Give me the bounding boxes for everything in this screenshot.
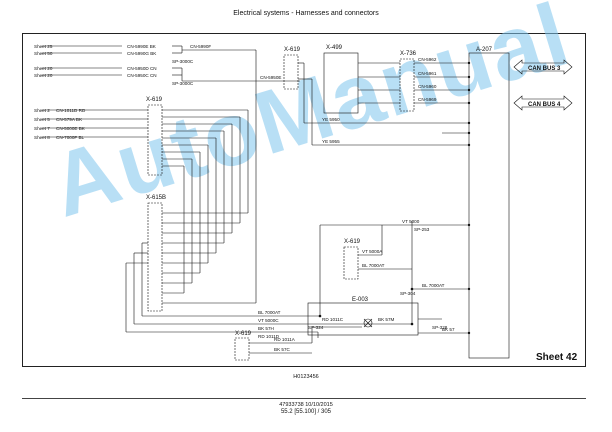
sheet-number: Sheet 42 — [536, 352, 578, 363]
wiring-schematic: X-619 X-499 X-736 A-207 X-619 X-615B X-6… — [34, 44, 573, 361]
wire-label: CN-5950C CN — [127, 73, 157, 78]
schematic-frame — [22, 33, 586, 367]
wire-label: CN-5990F — [190, 44, 211, 49]
sheet-ref: Sheet 20 — [34, 73, 53, 78]
splice-sp328: SP-328 — [432, 325, 448, 330]
wire-label: BL 7000AT — [422, 283, 445, 288]
x619-mid-label: X-619 — [344, 239, 361, 245]
wire-label: CN-5961 — [418, 71, 437, 76]
wire-label: BL 7000AT — [362, 263, 385, 268]
wire-label: CN-5950E — [260, 75, 281, 80]
wire-label: YE 5955 — [322, 139, 340, 144]
wire-label: CN-5969 — [418, 97, 437, 102]
wire-label: CN-5000E BK — [56, 126, 86, 131]
document-reference: 47933738 10/10/2015 — [279, 402, 333, 408]
sheet-ref: Sheet 7 — [34, 126, 50, 131]
footer-divider — [22, 398, 586, 399]
wire-label: BK 57H — [258, 326, 274, 331]
wire-label: CN-5960 — [418, 84, 437, 89]
wire-label: VT 5000A — [362, 249, 383, 254]
wire-label: SP-3000C — [172, 81, 194, 86]
wire-label: CN-579A BK — [56, 117, 83, 122]
wire-label: CN-5950D CN — [127, 66, 157, 71]
a207-label: A-207 — [476, 47, 493, 53]
splice-sp304: SP-304 — [400, 291, 416, 296]
wire-label: BK 57 — [442, 327, 455, 332]
x736-label: X-736 — [400, 51, 417, 57]
wire-label: CN-5990E BK — [127, 44, 157, 49]
wire-label: RD 1011C — [322, 317, 344, 322]
can-bus-4-label: CAN BUS 4 — [528, 102, 561, 108]
wire-label: VT 5000 — [402, 219, 420, 224]
x619-left-label: X-619 — [146, 97, 163, 103]
wire-label: CN-1011D RD — [56, 108, 86, 113]
wire-label: BK 57M — [378, 317, 395, 322]
wire-label: YE 5950 — [322, 117, 340, 122]
e003-label: E-003 — [352, 297, 369, 303]
splice-sp324: SP-324 — [308, 325, 324, 330]
sheet-ref: Sheet 2 — [34, 108, 50, 113]
wire-label: BK 57C — [274, 347, 291, 352]
splice-sp253: SP-253 — [414, 227, 430, 232]
wire-label: RD 1011A — [274, 337, 296, 342]
can-bus-3-label: CAN BUS 3 — [528, 66, 561, 72]
drawing-code: H0123456 — [293, 374, 319, 380]
sheet-ref: Sheet 5 — [34, 117, 50, 122]
page-reference: 55.2 [55.100] / 305 — [280, 409, 332, 415]
sheet-ref: Sheet 8 — [34, 135, 50, 140]
page-header: Electrical systems - Harnesses and conne… — [233, 10, 379, 17]
wire-label: CN-5990G BK — [127, 51, 157, 56]
x615b-label: X-615B — [146, 195, 166, 201]
wire-label: BL 7000AT — [258, 310, 281, 315]
x499-label: X-499 — [326, 45, 343, 51]
sheet-ref: Sheet 25 — [34, 44, 53, 49]
wire-label: SP-3000C — [172, 59, 194, 64]
wire-label: RD 1011D — [258, 334, 280, 339]
wire-label: VT 5000C — [258, 318, 279, 323]
sheet-ref: Sheet 20 — [34, 66, 53, 71]
x619-top-label: X-619 — [284, 47, 301, 53]
x619-bottom-label: X-619 — [235, 331, 252, 337]
wire-label: CN-7000F BL — [56, 135, 85, 140]
sheet-ref: Sheet 50 — [34, 51, 53, 56]
wire-label: CN-5962 — [418, 57, 437, 62]
